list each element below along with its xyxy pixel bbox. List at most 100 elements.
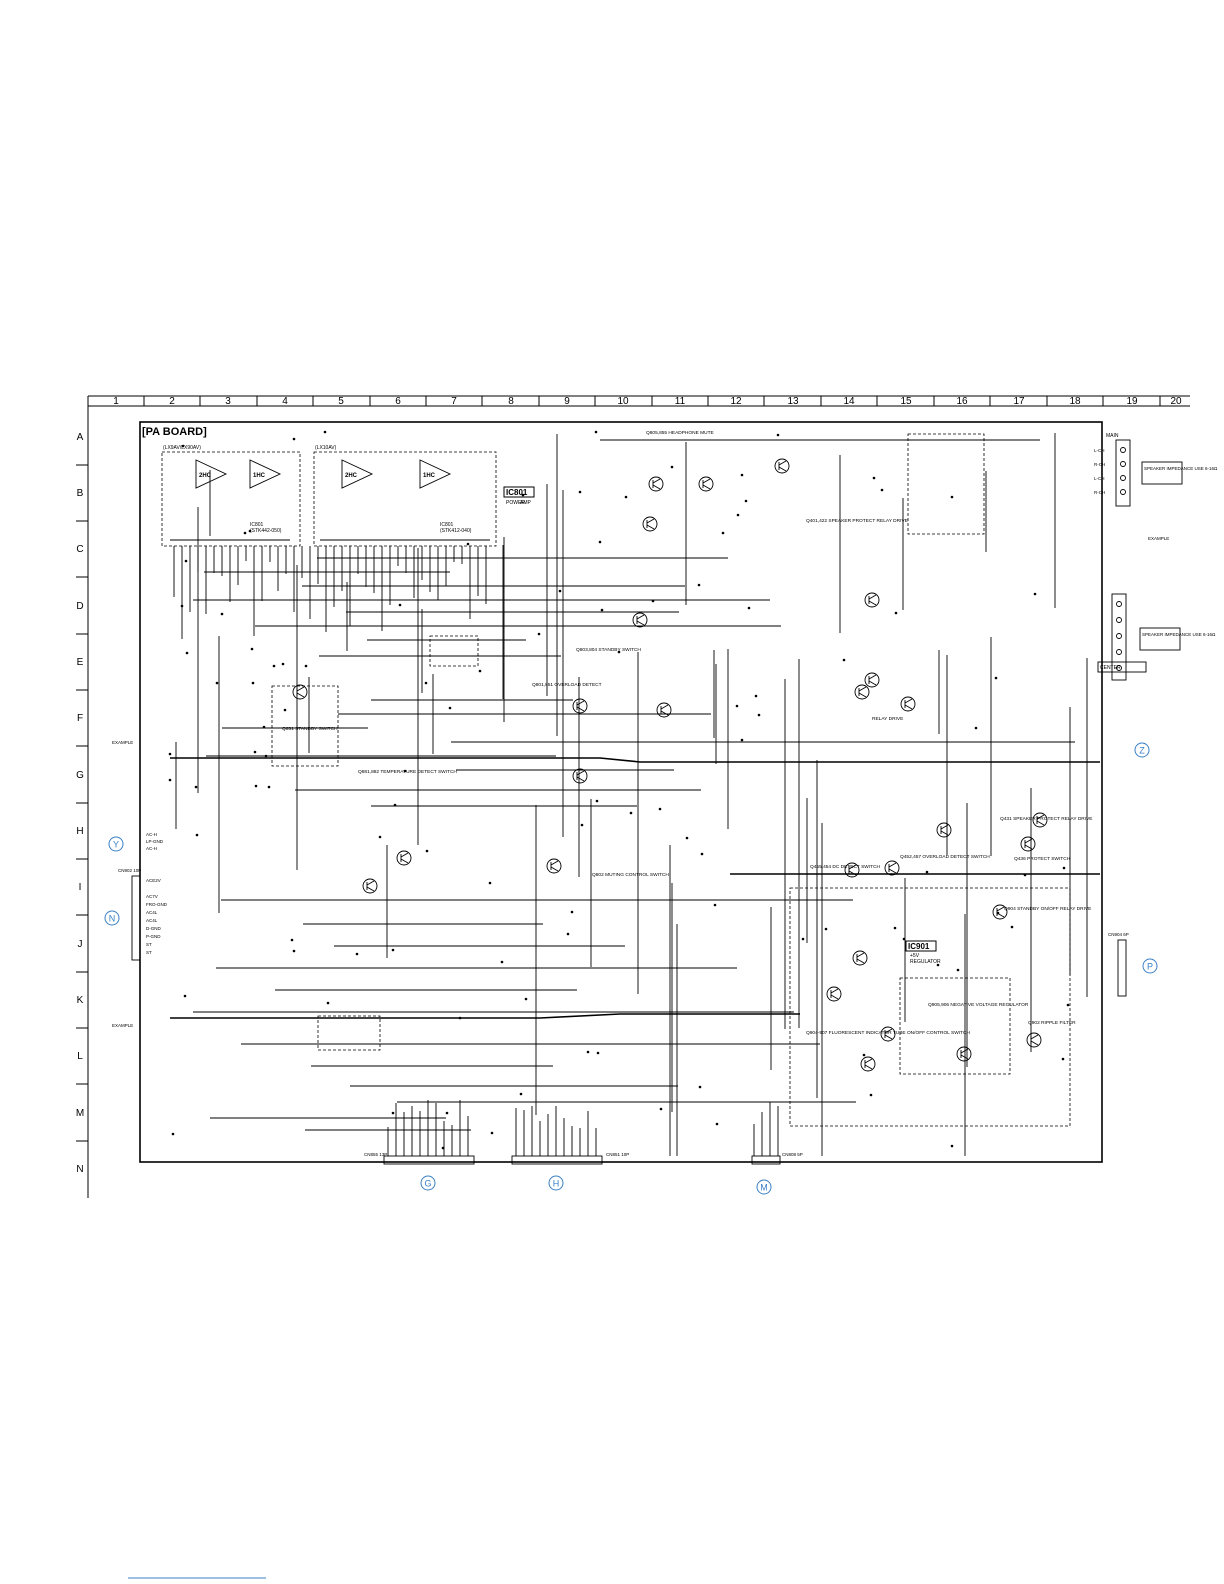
svg-text:(STK412-040): (STK412-040)	[440, 528, 472, 534]
amp-block-left: (LX9AV/LX90AV) 2HC 1HC IC801 (STK442-050…	[161, 445, 301, 547]
col-label-2: 2	[169, 396, 175, 407]
row-label-H: H	[76, 826, 83, 837]
svg-text:SPEAKER IMPEDANCE USE 6-16Ω: SPEAKER IMPEDANCE USE 6-16Ω	[1144, 466, 1218, 471]
svg-text:P: P	[1147, 962, 1153, 972]
svg-text:2HC: 2HC	[199, 473, 212, 479]
col-label-8: 8	[508, 396, 514, 407]
col-label-20: 20	[1170, 396, 1182, 407]
col-label-4: 4	[282, 396, 288, 407]
row-label-G: G	[76, 770, 84, 781]
svg-text:Q431 SPEAKER PROTECT RELAY DRI: Q431 SPEAKER PROTECT RELAY DRIVE	[1000, 816, 1093, 822]
svg-text:IC901: IC901	[908, 942, 930, 951]
grid-frame	[76, 395, 1190, 1198]
svg-text:D-GND: D-GND	[146, 926, 161, 931]
amp-block-right: (LX10AV) 2HC 1HC IC801 (STK412-040)	[313, 445, 497, 547]
col-label-6: 6	[395, 396, 401, 407]
svg-text:Y: Y	[113, 840, 119, 850]
svg-text:(LX9AV/LX90AV): (LX9AV/LX90AV)	[163, 445, 201, 451]
svg-text:Z: Z	[1139, 746, 1145, 756]
svg-text:LP-GND: LP-GND	[146, 839, 164, 844]
row-label-K: K	[77, 995, 84, 1006]
svg-text:Q455,454 DC DETECT SWITCH: Q455,454 DC DETECT SWITCH	[810, 864, 881, 870]
svg-text:RELAY DRIVE: RELAY DRIVE	[872, 716, 903, 722]
side-note-left-lower: EXAMPLE	[112, 1023, 133, 1028]
wiring	[168, 430, 1100, 1156]
col-label-18: 18	[1069, 396, 1081, 407]
col-label-16: 16	[956, 396, 968, 407]
ic801-label: IC801 POWER AMP	[503, 486, 535, 506]
svg-text:Q881,882 TEMPERATURE DETECT SW: Q881,882 TEMPERATURE DETECT SWITCH	[358, 769, 457, 775]
ref-mark-P: P	[1142, 958, 1158, 974]
ref-mark-N: N	[104, 910, 120, 926]
connector-cn808: CN808 5P	[751, 1152, 803, 1165]
row-label-I: I	[79, 882, 82, 893]
connector-cn851: CN851 10P	[511, 1152, 629, 1165]
svg-text:Q452,457 OVERLOAD DETECT SWITC: Q452,457 OVERLOAD DETECT SWITCH	[900, 854, 990, 860]
svg-text:IC801: IC801	[506, 488, 528, 497]
svg-text:H: H	[553, 1179, 560, 1189]
svg-text:+5V: +5V	[910, 953, 920, 959]
connector-cn904: CN904 6P	[1108, 932, 1129, 997]
svg-text:AMP: AMP	[520, 500, 532, 506]
svg-text:N: N	[109, 914, 116, 924]
svg-text:SPEAKER IMPEDANCE USE 6-16Ω: SPEAKER IMPEDANCE USE 6-16Ω	[1142, 632, 1216, 637]
ref-mark-M: M	[756, 1179, 772, 1195]
svg-text:Q851 STANDBY SWITCH: Q851 STANDBY SWITCH	[282, 726, 338, 732]
col-label-19: 19	[1126, 396, 1138, 407]
row-label-D: D	[76, 601, 83, 612]
left-pin-labels: AC-H LP-GND AC-H ACE2V AC7V FRO-GND AC4L…	[146, 832, 168, 955]
svg-text:R-CH: R-CH	[1094, 490, 1105, 495]
svg-text:ACE2V: ACE2V	[146, 878, 161, 883]
circuit-captions: Q805,855 HEADPHONE MUTE Q803,804 STANDBY…	[282, 430, 1093, 1036]
svg-text:FRO-GND: FRO-GND	[146, 902, 168, 907]
col-label-1: 1	[113, 396, 119, 407]
row-label-J: J	[78, 939, 83, 950]
svg-text:CN902 10P: CN902 10P	[118, 868, 141, 873]
speaker-center-terminal: SPEAKER IMPEDANCE USE 6-16Ω CENTER	[1097, 593, 1216, 681]
svg-text:AC-H: AC-H	[146, 832, 157, 837]
board-title: [PA BOARD]	[142, 426, 207, 438]
col-label-7: 7	[451, 396, 457, 407]
col-label-10: 10	[617, 396, 629, 407]
row-label-N: N	[76, 1164, 83, 1175]
row-label-L: L	[77, 1051, 83, 1062]
svg-text:1HC: 1HC	[253, 473, 266, 479]
row-label-M: M	[76, 1108, 84, 1119]
svg-text:AC7V: AC7V	[146, 894, 158, 899]
row-label-A: A	[77, 432, 84, 443]
col-label-5: 5	[338, 396, 344, 407]
column-labels: 1 2 3 4 5 6 7 8 9 10 11 12 13 14 15 16 1…	[113, 396, 1182, 407]
ref-mark-H: H	[548, 1175, 564, 1191]
row-labels: A B C D E F G H I J K L M N	[76, 432, 84, 1175]
ref-mark-Z: Z	[1134, 742, 1150, 758]
svg-text:AC4L: AC4L	[146, 918, 158, 923]
svg-text:Q436 PROTECT SWITCH: Q436 PROTECT SWITCH	[1014, 856, 1071, 862]
svg-text:CN904 6P: CN904 6P	[1108, 932, 1129, 937]
svg-text:Q904-907 FLUORESCENT INDICATOR: Q904-907 FLUORESCENT INDICATOR TUBE ON/O…	[806, 1030, 970, 1036]
ic901-label: IC901 +5V REGULATOR	[905, 940, 941, 965]
svg-text:G: G	[424, 1179, 431, 1189]
svg-text:CENTER: CENTER	[1100, 665, 1121, 671]
svg-text:Q902 RIPPLE FILTER: Q902 RIPPLE FILTER	[1028, 1020, 1076, 1026]
speaker-main-terminal: MAIN L-CH R-CH L-CH R-CH SPEAKER IMPEDAN…	[1094, 433, 1218, 507]
svg-text:1HC: 1HC	[423, 473, 436, 479]
svg-text:POWER: POWER	[506, 500, 525, 506]
svg-text:CN851 10P: CN851 10P	[606, 1152, 629, 1157]
svg-text:CN808 5P: CN808 5P	[782, 1152, 803, 1157]
board-outline	[139, 421, 1103, 1163]
row-label-B: B	[77, 488, 84, 499]
svg-text:L-CH: L-CH	[1094, 476, 1105, 481]
ref-mark-G: G	[420, 1175, 436, 1191]
svg-text:Q803,804 STANDBY SWITCH: Q803,804 STANDBY SWITCH	[576, 647, 641, 653]
svg-text:CN855 13P: CN855 13P	[364, 1152, 387, 1157]
svg-text:(LX10AV): (LX10AV)	[315, 445, 337, 451]
col-label-17: 17	[1013, 396, 1025, 407]
svg-text:M: M	[760, 1183, 768, 1193]
svg-text:(STK442-050): (STK442-050)	[250, 528, 282, 534]
col-label-12: 12	[730, 396, 742, 407]
col-label-14: 14	[843, 396, 855, 407]
svg-text:Q904 STANDBY ON/OFF RELAY DRIV: Q904 STANDBY ON/OFF RELAY DRIVE	[1004, 906, 1091, 912]
col-label-3: 3	[225, 396, 231, 407]
row-label-F: F	[77, 713, 83, 724]
